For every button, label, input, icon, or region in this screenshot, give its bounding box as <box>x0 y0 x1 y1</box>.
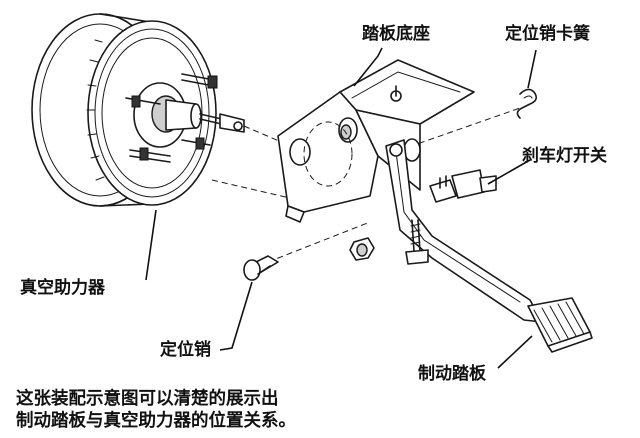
brake-light-switch-drawing <box>429 169 497 203</box>
leader-brake-pedal <box>497 335 533 369</box>
centerline-stud <box>211 179 291 199</box>
label-pedal-bracket: 踏板底座 <box>362 24 430 44</box>
label-vacuum-booster: 真空助力器 <box>20 278 105 298</box>
leader-locating-pin-clip <box>527 49 537 89</box>
leader-pedal-bracket <box>353 47 383 87</box>
caption-line-2: 制动踏板与真空助力器的位置关系。 <box>16 411 296 431</box>
caption-line-1: 这张装配示意图可以清楚的展示出 <box>16 389 279 409</box>
leader-locating-pin <box>219 281 253 351</box>
label-locating-pin: 定位销 <box>160 340 211 360</box>
label-brake-light-switch: 刹车灯开关 <box>522 146 607 166</box>
locating-pin-drawing <box>243 255 279 281</box>
leader-brake-light-switch <box>487 159 531 185</box>
vacuum-booster-drawing <box>31 13 245 207</box>
nut-drawing <box>349 237 375 261</box>
caption: 这张装配示意图可以清楚的展示出 制动踏板与真空助力器的位置关系。 <box>16 388 396 432</box>
label-locating-pin-clip: 定位销卡簧 <box>505 24 590 44</box>
leader-vacuum-booster <box>145 209 157 281</box>
locating-pin-clip-drawing <box>516 88 538 119</box>
label-brake-pedal: 制动踏板 <box>418 364 486 384</box>
centerline-pin <box>267 221 371 263</box>
bolt-drawing <box>405 219 429 265</box>
